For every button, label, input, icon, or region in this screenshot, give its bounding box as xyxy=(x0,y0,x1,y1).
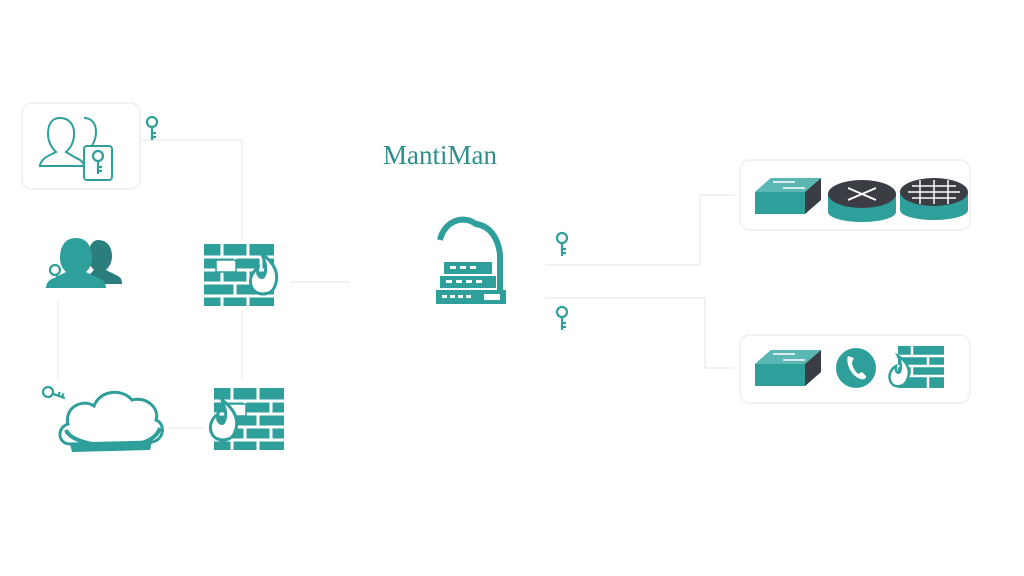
firewall-bottom-node xyxy=(208,386,286,452)
brand-title: MantiMan xyxy=(383,140,497,170)
device-group-bottom xyxy=(739,334,971,404)
users-node xyxy=(46,238,122,290)
key-icon-lower xyxy=(555,305,569,332)
cloud-node xyxy=(58,390,164,452)
connector-lines xyxy=(57,139,735,429)
device-group-top xyxy=(739,159,971,231)
server-node xyxy=(436,216,506,304)
admin-users-node xyxy=(21,102,141,190)
key-icon xyxy=(145,115,159,142)
firewall-top-node xyxy=(202,242,279,308)
key-icon-upper xyxy=(555,231,569,258)
key-icon-small xyxy=(40,384,68,404)
